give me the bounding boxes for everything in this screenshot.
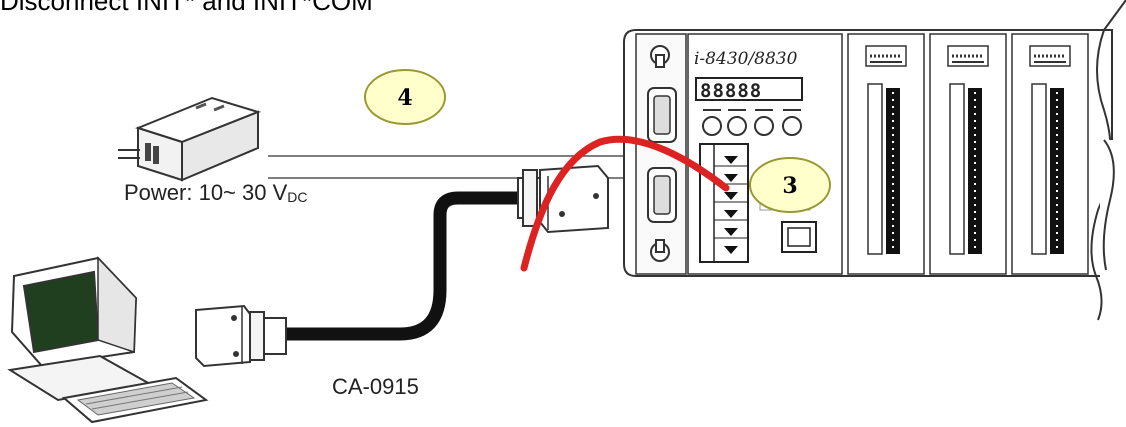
callout-4: 4 (365, 70, 445, 124)
com-port-icon (648, 168, 676, 222)
module-model-label: i-8430/8830 (694, 49, 798, 69)
io-slot (930, 34, 1006, 274)
com-port-icon (648, 88, 676, 142)
callout-4-number: 4 (397, 85, 412, 111)
callout-3: 3 (750, 158, 830, 212)
terminal-block (700, 144, 748, 262)
callout-3-number: 3 (782, 173, 797, 199)
io-slot (1012, 34, 1088, 274)
ca-0915-cable (286, 198, 520, 334)
power-label: Power: 10~ 30 VDC (124, 180, 308, 206)
controller-unit: i-8430/8830 88888 (624, 0, 1126, 320)
io-slot (848, 34, 924, 274)
power-label-unit: DC (287, 189, 307, 205)
ethernet-port-icon (782, 222, 816, 252)
cable-label: CA-0915 (332, 374, 419, 400)
seven-segment-display: 88888 (700, 80, 762, 102)
power-label-text: Power: 10~ 30 V (124, 180, 287, 205)
computer-icon (10, 258, 206, 422)
power-supply-icon (118, 98, 258, 180)
db9-connector-pc-side (196, 306, 286, 366)
